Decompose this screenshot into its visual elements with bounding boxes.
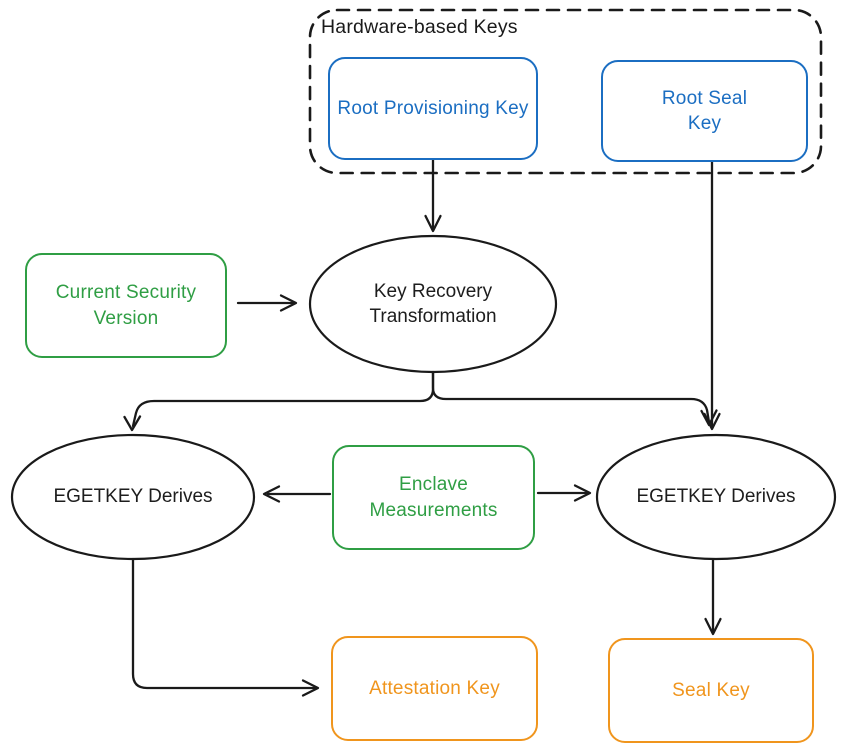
key-recovery-transformation-ellipse (308, 234, 558, 374)
seal-key-label: Seal Key (672, 679, 750, 701)
node-enclave-measurements: Enclave Measurements (332, 445, 535, 550)
node-attestation-key: Attestation Key (331, 636, 538, 741)
node-root-seal-key: Root Seal Key (601, 60, 808, 162)
hardware-keys-container-label: Hardware-based Keys (321, 16, 518, 38)
attestation-key-label: Attestation Key (369, 677, 500, 699)
root-provisioning-key-label: Root Provisioning Key (337, 97, 529, 119)
enclave-measurements-label: Enclave Measurements (369, 474, 498, 521)
arrow-krt-to-egetkey-left (123, 370, 435, 432)
arrow-egetkey-left-to-attestation (131, 557, 320, 697)
egetkey-derives-left-ellipse (10, 433, 256, 561)
node-root-provisioning-key: Root Provisioning Key (328, 57, 538, 160)
arrow-em-to-egetkey-right (536, 484, 592, 502)
arrow-egetkey-right-to-seal (704, 558, 722, 636)
egetkey-derives-right-ellipse (595, 433, 837, 561)
arrow-rsk-to-egetkey-right (703, 160, 721, 431)
arrow-rpk-to-krt (424, 158, 442, 233)
arrow-em-to-egetkey-left (262, 485, 332, 503)
hardware-keys-container-border (308, 8, 823, 175)
node-current-security-version: Current Security Version (25, 253, 227, 358)
node-seal-key: Seal Key (608, 638, 814, 743)
arrow-krt-to-egetkey-right (431, 370, 718, 427)
arrow-csv-to-krt (236, 294, 298, 312)
root-seal-key-label: Root Seal Key (661, 87, 748, 134)
current-security-version-label: Current Security Version (55, 282, 197, 329)
